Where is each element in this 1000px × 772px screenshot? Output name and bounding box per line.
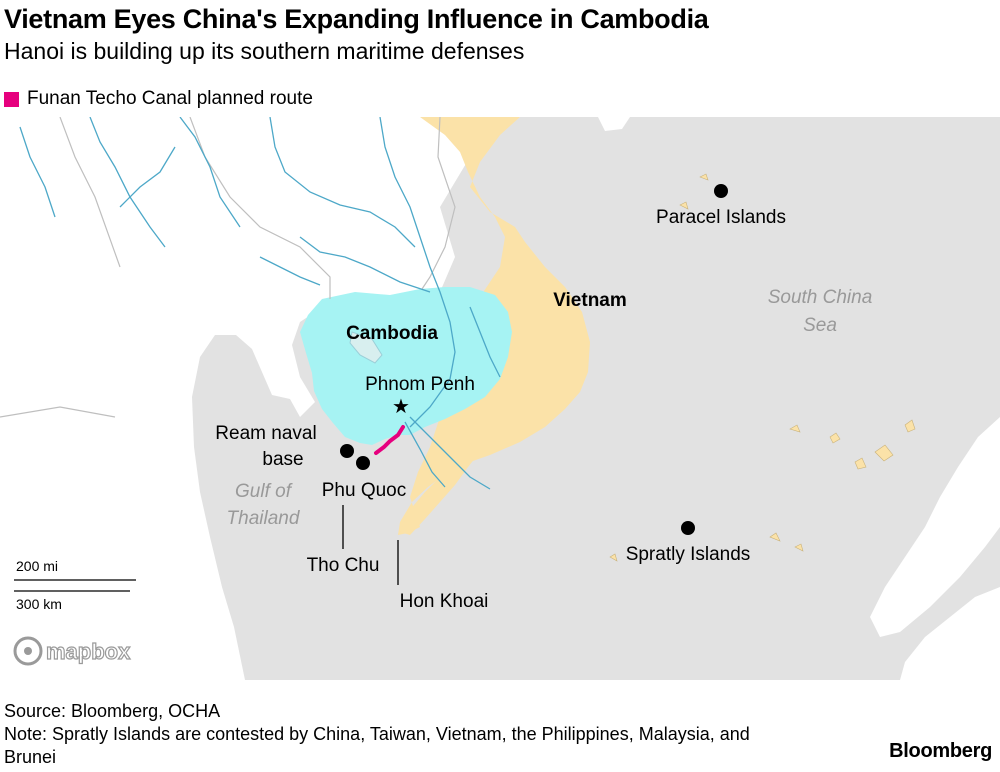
spratly-islands-marker[interactable] (681, 521, 695, 535)
footer: Source: Bloomberg, OCHA Note: Spratly Is… (4, 700, 764, 769)
spratly-islands-label: Spratly Islands (626, 544, 751, 565)
chart-subtitle: Hanoi is building up its southern mariti… (4, 38, 525, 64)
scale-miles-label: 200 mi (16, 558, 58, 574)
south-china-sea-label-line1: South China (768, 287, 873, 308)
tho-chu-label: Tho Chu (307, 555, 380, 576)
mapbox-logo[interactable]: mapbox (13, 636, 132, 666)
hon-khoai-label: Hon Khoai (400, 591, 489, 612)
phu-quoc-marker[interactable] (356, 456, 370, 470)
phnom-penh-star-icon[interactable]: ★ (392, 396, 410, 418)
map-canvas: ★ Cambodia Vietnam South China Sea Gulf … (0, 117, 1000, 680)
gulf-of-thailand-label-line1: Gulf of (235, 481, 293, 502)
paracel-islands-marker[interactable] (714, 184, 728, 198)
legend-swatch-canal (4, 91, 19, 107)
paracel-islands-label: Paracel Islands (656, 207, 786, 228)
rivers (19, 117, 501, 490)
ream-naval-base-marker[interactable] (340, 444, 354, 458)
cambodia-shape (300, 287, 512, 445)
scale-km-label: 300 km (16, 596, 62, 612)
spratly-island-shapes (609, 173, 916, 562)
bloomberg-logo: Bloomberg (889, 740, 992, 762)
south-china-sea-label-line2: Sea (803, 315, 837, 336)
borneo-south-landmass (900, 587, 1000, 680)
note-text: Note: Spratly Islands are contested by C… (4, 724, 750, 767)
tonle-sap-lake (349, 331, 383, 364)
island-landmass (598, 117, 630, 131)
source-text: Source: Bloomberg, OCHA (4, 701, 221, 721)
borneo-landmass (870, 417, 1000, 637)
chart-title: Vietnam Eyes China's Expanding Influence… (4, 4, 709, 34)
funan-techo-canal (374, 425, 405, 455)
ream-naval-base-label-line2: base (262, 449, 303, 470)
vietnam-label: Vietnam (553, 290, 627, 311)
peninsula-landmass (90, 247, 200, 680)
phnom-penh-label: Phnom Penh (365, 374, 475, 395)
ream-naval-base-label-line1: Ream naval (215, 423, 316, 444)
scale-bar: 200 mi 300 km (14, 558, 136, 612)
mekong-delta-shape (400, 417, 495, 535)
map[interactable]: ★ Cambodia Vietnam South China Sea Gulf … (0, 117, 1000, 680)
legend: Funan Techo Canal planned route (4, 88, 313, 110)
legend-label: Funan Techo Canal planned route (27, 88, 313, 109)
cambodia-label: Cambodia (346, 323, 438, 344)
mapbox-logo-text: mapbox (46, 639, 131, 664)
gulf-of-thailand-label-line2: Thailand (227, 508, 301, 529)
phu-quoc-label: Phu Quoc (322, 480, 407, 501)
